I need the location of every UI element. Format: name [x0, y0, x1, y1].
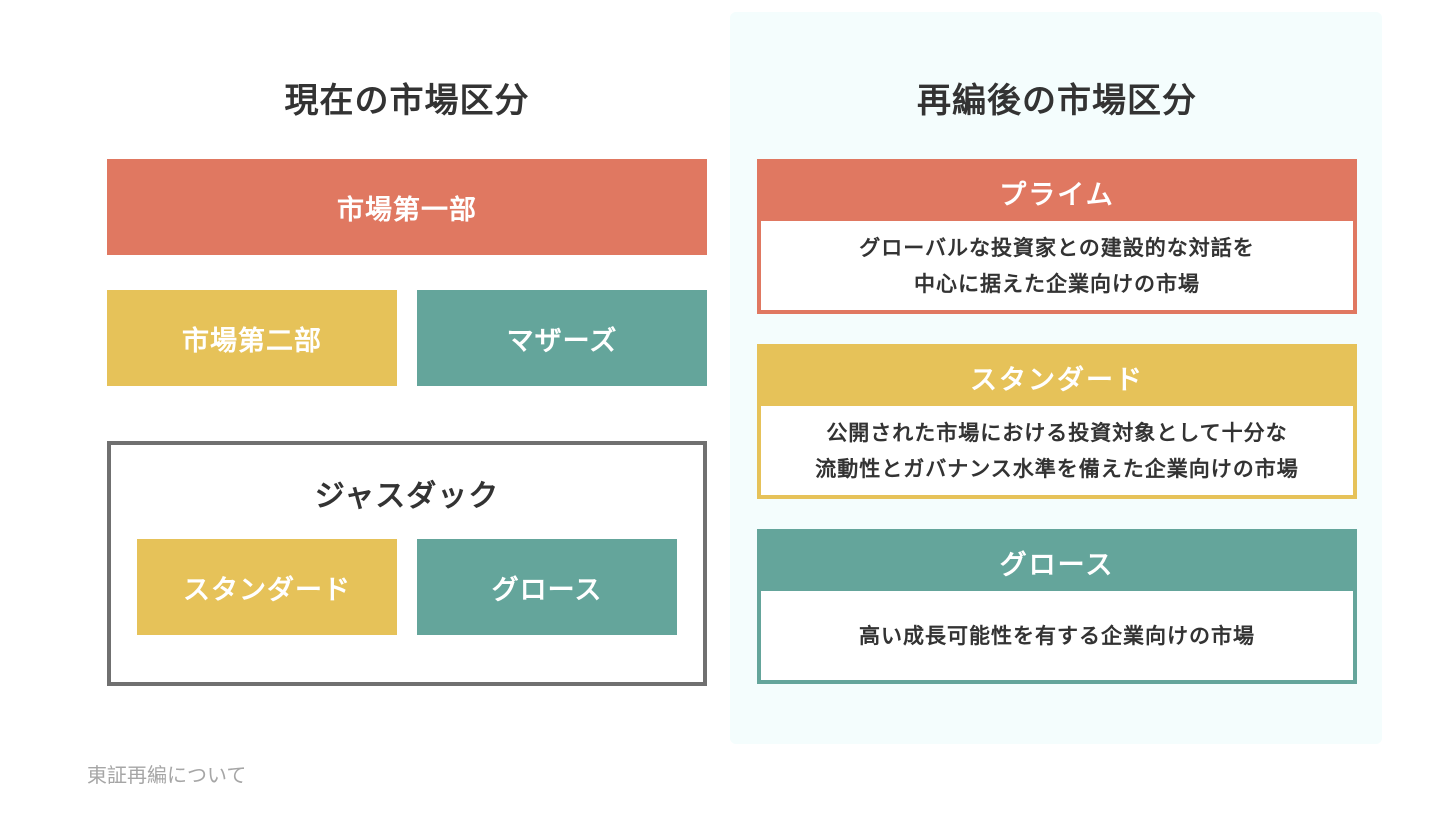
prime-market-name: プライム	[761, 163, 1353, 221]
standard-market-description: 公開された市場における投資対象として十分な 流動性とガバナンス水準を備えた企業向…	[761, 406, 1353, 495]
standard-market-name: スタンダード	[761, 348, 1353, 406]
jasdaq-group: ジャスダック スタンダード グロース	[107, 441, 707, 686]
footer-caption: 東証再編について	[87, 763, 247, 787]
growth-market-card: グロース 高い成長可能性を有する企業向けの市場	[757, 529, 1357, 684]
current-segments-title: 現在の市場区分	[284, 81, 530, 121]
jasdaq-standard-block: スタンダード	[137, 539, 397, 635]
prime-description-line: グローバルな投資家との建設的な対話を	[859, 235, 1255, 260]
prime-market-description: グローバルな投資家との建設的な対話を 中心に据えた企業向けの市場	[761, 221, 1353, 310]
growth-description-line: 高い成長可能性を有する企業向けの市場	[859, 623, 1255, 648]
prime-description-line: 中心に据えた企業向けの市場	[914, 271, 1200, 296]
standard-description-line: 公開された市場における投資対象として十分な	[826, 420, 1288, 445]
growth-market-name: グロース	[761, 533, 1353, 591]
prime-market-card: プライム グローバルな投資家との建設的な対話を 中心に据えた企業向けの市場	[757, 159, 1357, 314]
jasdaq-title: ジャスダック	[314, 479, 500, 514]
reorganized-segments-title: 再編後の市場区分	[917, 81, 1197, 121]
standard-description-line: 流動性とガバナンス水準を備えた企業向けの市場	[815, 456, 1299, 481]
first-section-block: 市場第一部	[107, 159, 707, 255]
standard-market-card: スタンダード 公開された市場における投資対象として十分な 流動性とガバナンス水準…	[757, 344, 1357, 499]
mothers-block: マザーズ	[417, 290, 707, 386]
second-section-block: 市場第二部	[107, 290, 397, 386]
jasdaq-growth-block: グロース	[417, 539, 677, 635]
growth-market-description: 高い成長可能性を有する企業向けの市場	[761, 591, 1353, 680]
